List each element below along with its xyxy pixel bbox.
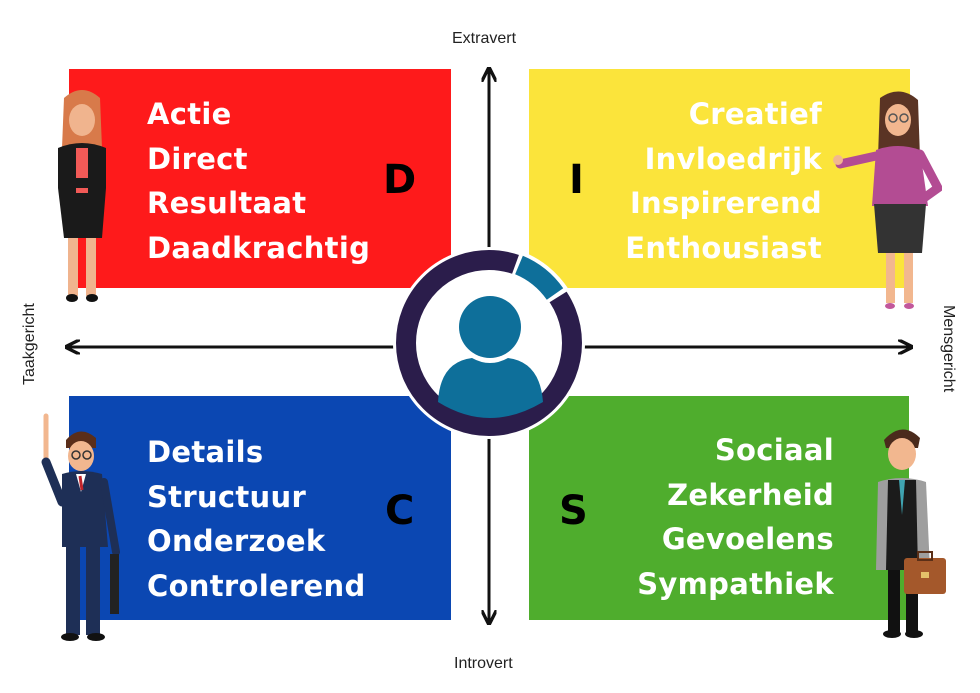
- quadrant-i-words: Creatief Invloedrijk Inspirerend Enthous…: [625, 92, 822, 270]
- axis-label-extravert: Extravert: [452, 30, 517, 47]
- trait: Controlerend: [147, 568, 366, 603]
- trait: Inspirerend: [629, 186, 822, 220]
- businesswoman-i-illustration-icon: [833, 91, 942, 309]
- businesswoman-d-illustration-icon: [58, 90, 106, 302]
- axis-label-introvert: Introvert: [454, 655, 513, 672]
- trait: Direct: [147, 141, 248, 176]
- trait: Sociaal: [714, 433, 834, 467]
- user-profile-icon: [393, 247, 585, 439]
- trait: Resultaat: [147, 186, 307, 220]
- quadrant-i-influence: Creatief Invloedrijk Inspirerend Enthous…: [529, 69, 910, 288]
- quadrant-letter: D: [383, 157, 417, 203]
- businessman-c-illustration-icon: [41, 413, 120, 641]
- quadrant-s-steady: Sociaal Zekerheid Gevoelens Sympathiek S: [529, 396, 909, 620]
- trait: Structuur: [147, 479, 307, 514]
- trait: Enthousiast: [625, 230, 822, 265]
- axis-label-mensgericht: Mensgericht: [940, 305, 957, 393]
- trait: Details: [147, 435, 264, 469]
- trait: Actie: [147, 97, 232, 131]
- trait: Sympathiek: [637, 566, 834, 601]
- trait: Onderzoek: [147, 524, 326, 558]
- trait: Invloedrijk: [644, 141, 822, 176]
- businessman-s-illustration-icon: [876, 429, 946, 638]
- quadrant-letter: C: [385, 488, 415, 534]
- trait: Gevoelens: [661, 522, 834, 556]
- quadrant-c-words: Details Structuur Onderzoek Controlerend: [147, 430, 366, 608]
- axis-label-taakgericht: Taakgericht: [21, 303, 38, 385]
- quadrant-c-conscientious: Details Structuur Onderzoek Controlerend…: [69, 396, 451, 620]
- quadrant-s-words: Sociaal Zekerheid Gevoelens Sympathiek: [637, 428, 834, 606]
- quadrant-letter: I: [569, 157, 584, 203]
- quadrant-letter: S: [559, 488, 588, 534]
- quadrant-d-dominant: Actie Direct Resultaat Daadkrachtig D: [69, 69, 451, 288]
- quadrant-d-words: Actie Direct Resultaat Daadkrachtig: [147, 92, 370, 270]
- trait: Creatief: [688, 97, 822, 131]
- trait: Zekerheid: [667, 477, 834, 512]
- trait: Daadkrachtig: [147, 230, 371, 265]
